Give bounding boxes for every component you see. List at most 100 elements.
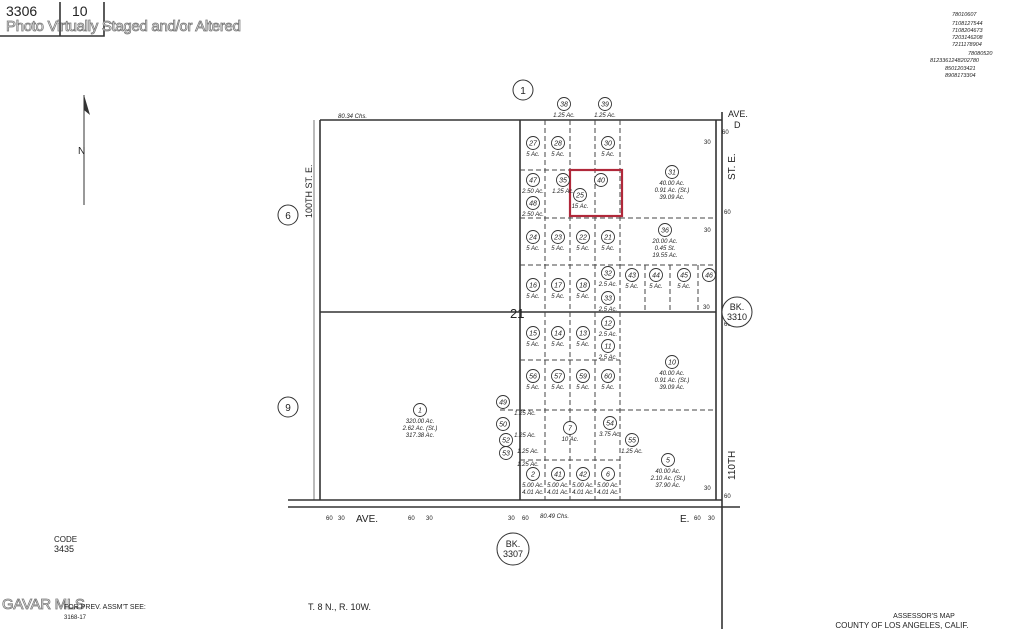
parcel-32: 322.5 Ac. [598, 266, 617, 288]
parcel-41: 415.00 Ac.4.01 Ac. [547, 467, 569, 496]
parcel-area: 5 Ac. [526, 152, 539, 158]
parcel-area: 1.25 Ac. [552, 189, 574, 195]
handwritten-note: 7108127544 [952, 21, 983, 27]
parcel-number-circle [594, 173, 608, 187]
parcel-area: 0.91 Ac. (St.) [655, 188, 690, 194]
code-label: CODE [54, 535, 77, 544]
parcel-number-circle [526, 173, 540, 187]
parcel-number: 59 [579, 374, 587, 381]
parcel-number: 31 [668, 170, 676, 177]
parcel-30: 305 Ac. [601, 136, 615, 158]
parcel-23: 235 Ac. [551, 230, 565, 252]
parcel-number: 21 [603, 235, 612, 242]
parcel-area: 5 Ac. [601, 246, 614, 252]
parcel-48: 482.50 Ac. [521, 196, 544, 218]
parcel-number-circle [556, 173, 570, 187]
dimension-label: 30 [708, 516, 715, 522]
parcel-area: 1.25 Ac. [514, 433, 536, 439]
parcel-area: 5 Ac. [551, 342, 564, 348]
parcel-number-circle [551, 136, 565, 150]
parcel-area: 5.00 Ac. [547, 483, 569, 489]
parcel-number: 24 [528, 235, 537, 242]
parcel-number: 48 [529, 201, 537, 208]
parcel-number: 46 [705, 273, 713, 280]
parcel-area: 1.25 Ac. [514, 411, 536, 417]
parcel-area: 37.90 Ac. [655, 483, 680, 489]
parcel-number-circle [601, 316, 615, 330]
north-arrow-icon: N [78, 95, 90, 205]
ave-d-label: AVE. [728, 109, 748, 119]
parcel-area: 39.09 Ac. [659, 385, 684, 391]
parcel-53: 531.25 Ac. [499, 446, 539, 468]
parcel-number-circle [649, 268, 663, 282]
parcel-number: 5 [666, 458, 670, 465]
parcel-number: 44 [652, 273, 660, 280]
parcel-number-circle [576, 369, 590, 383]
parcel-number: 35 [559, 178, 567, 185]
parcel-area: 5 Ac. [677, 284, 690, 290]
parcel-area: 3.75 Ac. [599, 432, 621, 438]
parcel-number-circle [557, 97, 571, 111]
handwritten-note: 78080520 [968, 51, 993, 57]
bottom-ave-label: AVE. [356, 514, 378, 525]
mls-logo: GAVAR MLS [2, 596, 85, 613]
parcel-27: 275 Ac. [526, 136, 540, 158]
parcel-area: 5.00 Ac. [572, 483, 594, 489]
parcel-number: 49 [499, 400, 507, 407]
dimension-label: 30 [426, 516, 433, 522]
parcel-area: 1.25 Ac. [594, 113, 616, 119]
parcel-number-circle [625, 268, 639, 282]
parcel-area: 40.00 Ac. [659, 371, 684, 377]
parcel-number-circle [526, 278, 540, 292]
parcel-area: 5 Ac. [576, 342, 589, 348]
parcel-number: 2 [530, 472, 535, 479]
dimension-label: 60 [724, 210, 731, 216]
east-street-lower-label: 110TH [727, 451, 738, 480]
block-circle [277, 396, 299, 418]
parcel-number-circle [665, 355, 679, 369]
handwritten-notes: 7801060771081275447108204673720314620872… [930, 12, 993, 79]
parcel-number-circle [526, 467, 540, 481]
block-sub: 3310 [727, 312, 747, 322]
parcel-area: 5 Ac. [576, 246, 589, 252]
parcel-number-circle [601, 136, 615, 150]
parcel-number: 41 [554, 472, 562, 479]
adjacent-block-0: 1 [512, 79, 534, 101]
parcel-number-circle [551, 369, 565, 383]
parcel-14: 145 Ac. [551, 326, 565, 348]
svg-text:N: N [78, 146, 85, 157]
parcel-area: 40.00 Ac. [659, 181, 684, 187]
block-circle [512, 79, 534, 101]
parcel-area: 5.00 Ac. [597, 483, 619, 489]
parcel-number: 13 [579, 331, 587, 338]
parcel-area: 4.01 Ac. [572, 490, 594, 496]
block-circle [277, 204, 299, 226]
parcel-area: 320.00 Ac. [406, 419, 434, 425]
parcel-39: 391.25 Ac. [594, 97, 616, 119]
parcel-40: 40 [594, 173, 608, 187]
parcel-area: 5 Ac. [551, 385, 564, 391]
parcel-area: 1.25 Ac. [517, 449, 539, 455]
parcel-area: 1.25 Ac. [553, 113, 575, 119]
section-boundaries [288, 112, 740, 629]
parcel-number: 11 [604, 344, 611, 351]
parcel-49: 49 1.25 Ac. [496, 395, 536, 417]
parcel-area: 5 Ac. [551, 152, 564, 158]
parcel-number-circle [601, 266, 615, 280]
parcel-number: 32 [604, 271, 612, 278]
parcel-number: 54 [606, 421, 614, 428]
parcel-number-circle [603, 416, 617, 430]
handwritten-note: 78010607 [952, 12, 977, 18]
parcel-number-circle [601, 291, 615, 305]
dimension-label: 30 [508, 516, 515, 522]
parcel-47: 472.50 Ac. [521, 173, 544, 195]
parcel-number: 45 [680, 273, 688, 280]
dimension-label: 30 [704, 228, 711, 234]
parcel-number-circle [601, 339, 615, 353]
parcel-number: 60 [604, 374, 612, 381]
parcel-55: 551.25 Ac. [621, 433, 643, 455]
dimension-label: 30 [704, 486, 711, 492]
